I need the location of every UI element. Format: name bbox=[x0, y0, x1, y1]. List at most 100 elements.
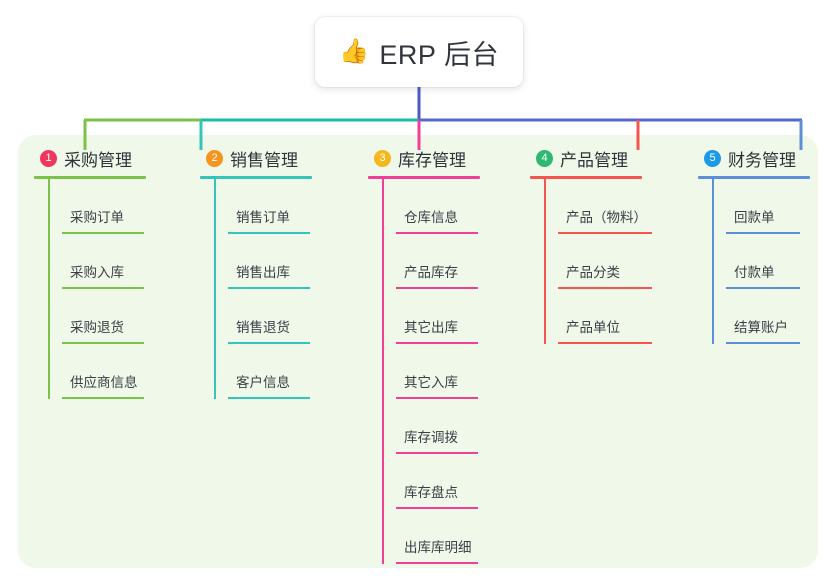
branch-column-5: 5 财务管理回款单付款单结算账户 bbox=[698, 145, 810, 344]
branch-child-label: 回款单 bbox=[734, 210, 775, 225]
branch-child-underline bbox=[558, 232, 652, 234]
branch-underline bbox=[368, 176, 480, 179]
branch-child-label: 库存盘点 bbox=[404, 485, 458, 500]
branch-child-underline bbox=[396, 397, 478, 399]
branch-column-2: 2 销售管理销售订单销售出库销售退货客户信息 bbox=[200, 145, 312, 399]
branch-header[interactable]: 2 销售管理 bbox=[200, 145, 312, 171]
branch-child-underline bbox=[558, 287, 652, 289]
branch-child-underline bbox=[396, 287, 478, 289]
branch-child-underline bbox=[228, 397, 310, 399]
branch-child-label: 产品（物料） bbox=[566, 210, 647, 225]
branch-child-item[interactable]: 结算账户 bbox=[712, 289, 810, 344]
branch-child-item[interactable]: 客户信息 bbox=[214, 344, 312, 399]
branch-child-underline bbox=[726, 232, 800, 234]
branch-child-label: 付款单 bbox=[734, 265, 775, 280]
branch-underline bbox=[34, 176, 146, 179]
branch-child-item[interactable]: 回款单 bbox=[712, 179, 810, 234]
branch-child-item[interactable]: 采购退货 bbox=[48, 289, 146, 344]
branch-number-badge: 2 bbox=[206, 149, 223, 167]
branch-child-item[interactable]: 产品（物料） bbox=[544, 179, 652, 234]
branch-child-underline bbox=[396, 507, 478, 509]
branch-child-label: 产品单位 bbox=[566, 320, 620, 335]
branch-child-item[interactable]: 其它入库 bbox=[382, 344, 480, 399]
branch-child-underline bbox=[396, 342, 478, 344]
branch-child-item[interactable]: 销售出库 bbox=[214, 234, 312, 289]
branch-child-underline bbox=[396, 562, 478, 564]
root-node[interactable]: 👍 ERP 后台 bbox=[315, 17, 523, 87]
branch-child-label: 销售退货 bbox=[236, 320, 290, 335]
branch-child-label: 库存调拨 bbox=[404, 430, 458, 445]
branch-spine bbox=[382, 179, 384, 564]
branch-children: 仓库信息产品库存其它出库其它入库库存调拨库存盘点出库库明细 bbox=[368, 179, 480, 564]
branch-title: 库存管理 bbox=[398, 150, 466, 170]
branch-child-item[interactable]: 产品分类 bbox=[544, 234, 652, 289]
branch-child-item[interactable]: 库存盘点 bbox=[382, 454, 480, 509]
branch-child-item[interactable]: 供应商信息 bbox=[48, 344, 146, 399]
root-node-text: ERP 后台 bbox=[379, 39, 499, 70]
branch-child-underline bbox=[726, 342, 800, 344]
root-node-label: 👍 ERP 后台 bbox=[339, 33, 499, 72]
branch-child-label: 其它出库 bbox=[404, 320, 458, 335]
branch-child-label: 客户信息 bbox=[236, 375, 290, 390]
branch-spine bbox=[712, 179, 714, 344]
branch-child-label: 采购退货 bbox=[70, 320, 124, 335]
branch-child-underline bbox=[62, 397, 144, 399]
branch-child-label: 其它入库 bbox=[404, 375, 458, 390]
branch-children: 销售订单销售出库销售退货客户信息 bbox=[200, 179, 312, 399]
branch-child-label: 结算账户 bbox=[734, 320, 788, 335]
branch-column-4: 4 产品管理产品（物料） 产品分类产品单位 bbox=[530, 145, 652, 344]
branch-child-item[interactable]: 产品单位 bbox=[544, 289, 652, 344]
branch-child-item[interactable]: 采购订单 bbox=[48, 179, 146, 234]
branch-underline bbox=[200, 176, 312, 179]
branch-header[interactable]: 3 库存管理 bbox=[368, 145, 480, 171]
branch-number-badge: 4 bbox=[536, 149, 553, 167]
branch-children: 产品（物料） 产品分类产品单位 bbox=[530, 179, 652, 344]
branch-title: 产品管理 bbox=[560, 150, 628, 170]
branch-underline bbox=[698, 176, 810, 179]
branch-number-badge: 1 bbox=[40, 149, 57, 167]
branch-child-label: 销售订单 bbox=[236, 210, 290, 225]
branch-child-underline bbox=[558, 342, 652, 344]
branch-child-item[interactable]: 库存调拨 bbox=[382, 399, 480, 454]
branch-child-label: 仓库信息 bbox=[404, 210, 458, 225]
branch-number-badge: 5 bbox=[704, 149, 721, 167]
branch-child-item[interactable]: 销售退货 bbox=[214, 289, 312, 344]
branch-spine bbox=[544, 179, 546, 344]
branch-child-underline bbox=[228, 287, 310, 289]
branch-number-badge: 3 bbox=[374, 149, 391, 167]
branch-child-underline bbox=[62, 342, 144, 344]
branch-child-label: 出库库明细 bbox=[404, 540, 472, 555]
branch-header[interactable]: 5 财务管理 bbox=[698, 145, 810, 171]
branch-underline bbox=[530, 176, 642, 179]
branch-child-item[interactable]: 出库库明细 bbox=[382, 509, 480, 564]
branch-child-item[interactable]: 产品库存 bbox=[382, 234, 480, 289]
branch-title: 财务管理 bbox=[728, 150, 796, 170]
branch-child-item[interactable]: 仓库信息 bbox=[382, 179, 480, 234]
branch-child-underline bbox=[396, 452, 478, 454]
branch-child-label: 产品分类 bbox=[566, 265, 620, 280]
branch-child-label: 供应商信息 bbox=[70, 375, 138, 390]
branch-child-item[interactable]: 其它出库 bbox=[382, 289, 480, 344]
branch-child-underline bbox=[726, 287, 800, 289]
branch-child-label: 销售出库 bbox=[236, 265, 290, 280]
branch-child-item[interactable]: 销售订单 bbox=[214, 179, 312, 234]
branch-spine bbox=[48, 179, 50, 399]
thumbs-up-icon: 👍 bbox=[339, 38, 370, 65]
branch-spine bbox=[214, 179, 216, 399]
branch-child-item[interactable]: 付款单 bbox=[712, 234, 810, 289]
branch-children: 采购订单采购入库采购退货供应商信息 bbox=[34, 179, 146, 399]
branch-child-item[interactable]: 采购入库 bbox=[48, 234, 146, 289]
branch-title: 销售管理 bbox=[230, 150, 298, 170]
branch-child-underline bbox=[396, 232, 478, 234]
branch-child-underline bbox=[62, 232, 144, 234]
branch-child-label: 采购入库 bbox=[70, 265, 124, 280]
branch-children: 回款单付款单结算账户 bbox=[698, 179, 810, 344]
branch-child-underline bbox=[228, 342, 310, 344]
diagram-panel bbox=[18, 135, 818, 568]
branch-child-underline bbox=[228, 232, 310, 234]
branch-child-underline bbox=[62, 287, 144, 289]
branch-header[interactable]: 4 产品管理 bbox=[530, 145, 642, 171]
